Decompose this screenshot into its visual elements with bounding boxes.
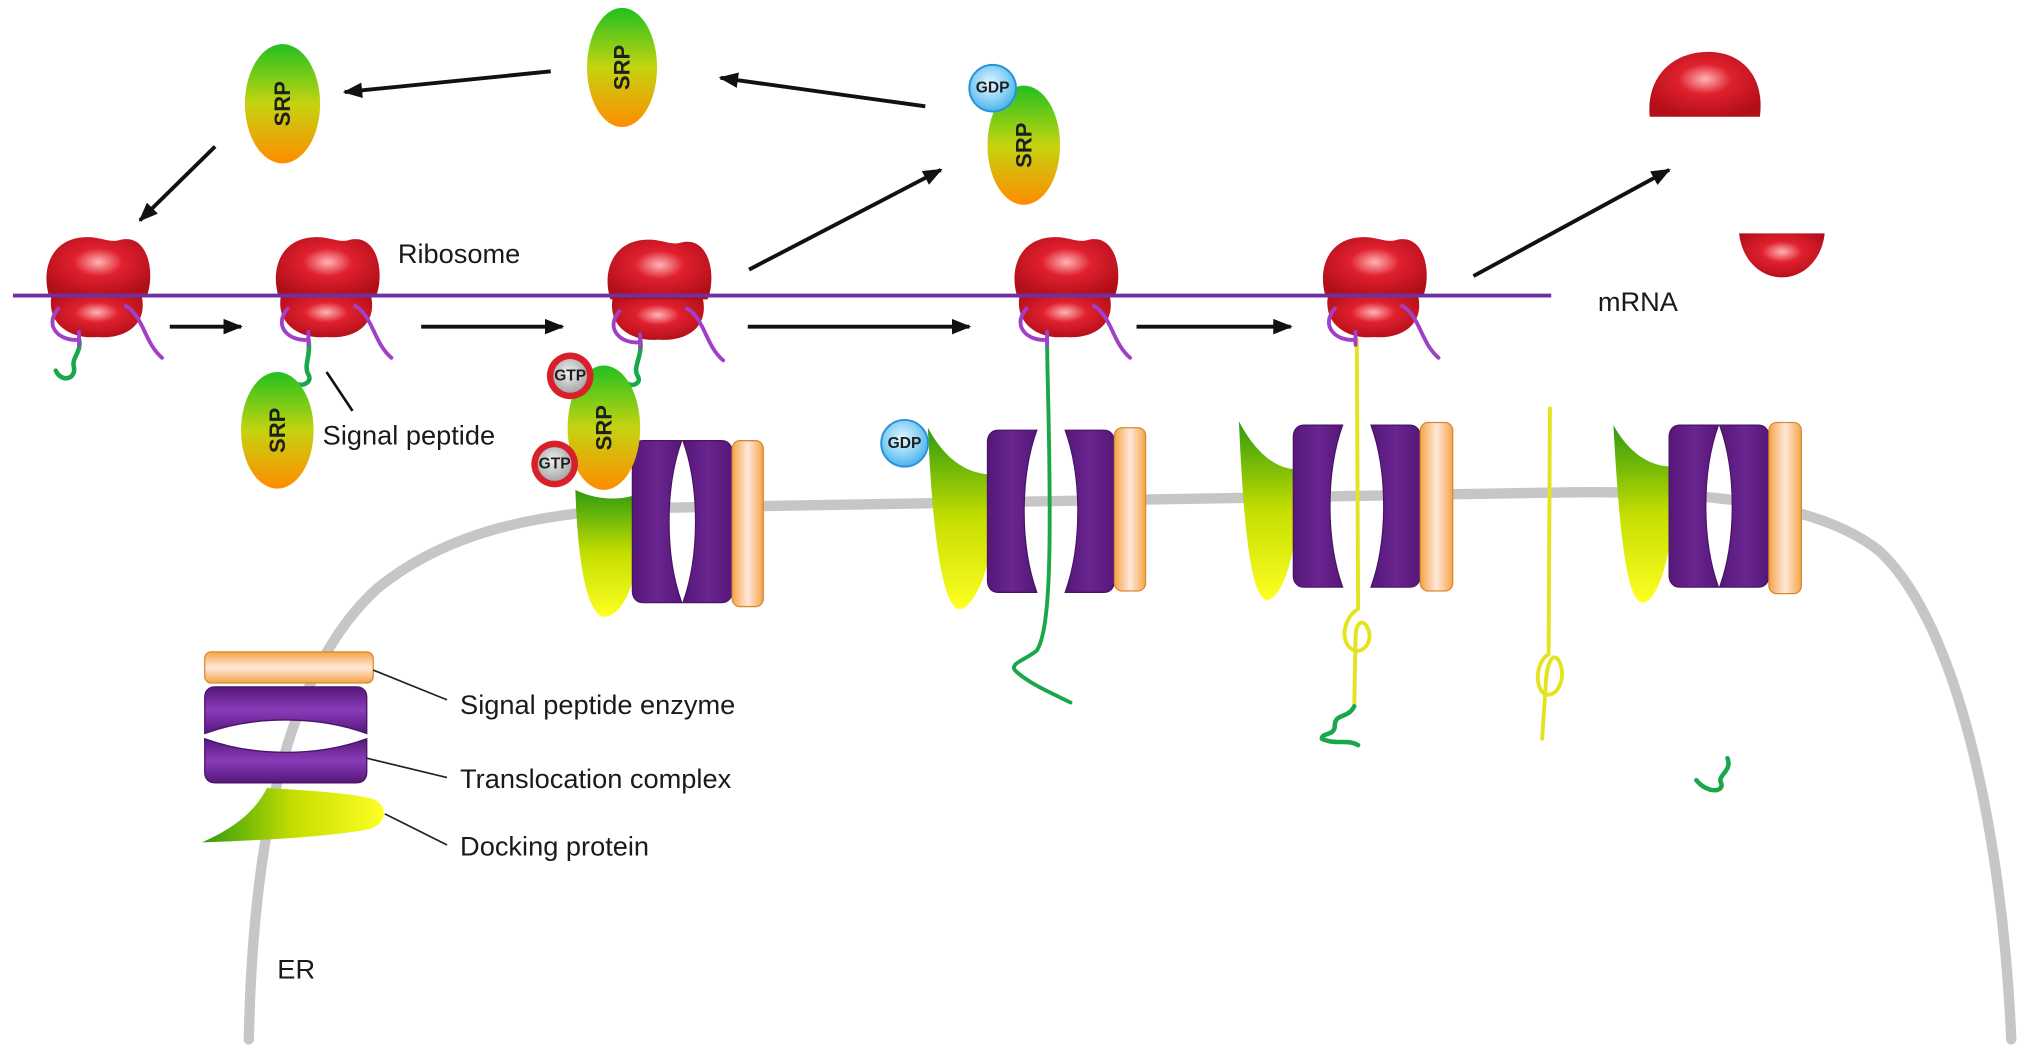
translocation-complex-right xyxy=(1064,429,1116,593)
er-label: ER xyxy=(277,953,315,984)
srp-particle-5: SRP xyxy=(567,365,641,490)
gtp-core xyxy=(553,359,588,393)
docking-protein xyxy=(575,489,635,617)
docking-protein xyxy=(927,427,993,610)
srp-particle-4: SRP xyxy=(241,371,314,489)
pathway-arrows xyxy=(138,69,1671,335)
srp-body xyxy=(587,7,658,128)
gtp-molecule-1: GTP xyxy=(546,352,594,400)
cleaved-signal-peptide-5 xyxy=(1319,704,1361,748)
gdp-molecule-1: GDP xyxy=(968,63,1017,113)
translocation-complex-right xyxy=(682,440,733,604)
released-protein-chain xyxy=(1535,406,1564,741)
srp-particle-2: SRP xyxy=(587,7,658,128)
signal-peptide-enzyme xyxy=(1113,427,1147,592)
protein-chain-5 xyxy=(1342,337,1372,709)
signal-peptide-enzyme xyxy=(731,440,764,608)
docking-protein xyxy=(1238,421,1296,601)
srp-label: SRP xyxy=(270,81,295,126)
srp-particle-1: SRP xyxy=(244,44,321,164)
arrow-ribosome-dissociation xyxy=(1472,168,1671,278)
signal-peptide-leader xyxy=(325,371,354,412)
arrow-srp-binds-ribosome xyxy=(138,145,217,222)
gtp-core xyxy=(537,447,572,481)
translocation-complex-left xyxy=(1292,424,1344,588)
legend-leader-translocation xyxy=(366,757,448,779)
signal-peptide-enzyme xyxy=(1419,421,1454,592)
gdp-label: GDP xyxy=(888,435,922,452)
translocon-complex-d xyxy=(1613,421,1802,603)
legend-docking-protein xyxy=(202,787,384,843)
legend-signal-peptide-enzyme xyxy=(204,651,374,684)
gtp-label: GTP xyxy=(554,367,586,384)
mrna-label: mRNA xyxy=(1598,286,1679,317)
signal-peptide-chain-4 xyxy=(1012,337,1073,705)
legend-label-signal-peptide-enzyme: Signal peptide enzyme xyxy=(460,689,735,720)
ribosome-large-subunit xyxy=(1649,51,1761,117)
srp-label: SRP xyxy=(591,405,616,450)
legend-leader-enzyme xyxy=(372,669,448,701)
srp-body xyxy=(241,371,314,489)
legend-label-docking-protein: Docking protein xyxy=(460,830,649,861)
translocation-complex-left xyxy=(1668,424,1720,588)
translocon-complex-b xyxy=(927,427,1147,610)
signal-peptide-chain-1 xyxy=(53,337,82,381)
signal-peptide-chain-2 xyxy=(290,337,312,388)
srp-body xyxy=(987,85,1061,205)
docking-protein xyxy=(1613,425,1672,603)
gtp-label: GTP xyxy=(539,456,571,473)
legend-translocation-complex-top xyxy=(204,686,368,735)
gdp-molecule-2: GDP xyxy=(880,418,929,468)
srp-body xyxy=(567,365,641,490)
gdp-body xyxy=(880,418,929,468)
legend-label-translocation-complex: Translocation complex xyxy=(460,763,732,794)
cleaved-signal-peptide xyxy=(1694,755,1731,793)
gdp-label: GDP xyxy=(976,80,1010,97)
legend-leader-docking xyxy=(384,813,448,846)
translocon-complex-a xyxy=(575,440,764,617)
translocation-complex-right xyxy=(1370,424,1421,588)
gtp-molecule-2: GTP xyxy=(531,440,578,488)
ribosome-small-subunit xyxy=(1739,233,1825,278)
srp-body xyxy=(244,44,321,164)
srp-particle-3: SRP xyxy=(987,85,1061,205)
srp-label: SRP xyxy=(610,45,635,90)
translocon-complex-c xyxy=(1238,421,1454,601)
ribosome-label: Ribosome xyxy=(398,238,520,269)
ribosome-3 xyxy=(605,237,726,363)
srp-label: SRP xyxy=(265,408,290,453)
translocation-complex-right xyxy=(1719,424,1770,588)
arrow-srp-recycle-1 xyxy=(342,69,551,99)
srp-label: SRP xyxy=(1011,123,1036,168)
legend-translocation-complex-bottom xyxy=(204,737,368,784)
translocation-complex-left xyxy=(986,429,1038,593)
translocation-complex-left xyxy=(631,440,683,604)
signal-peptide-enzyme xyxy=(1768,421,1802,595)
legend: Signal peptide enzyme Translocation comp… xyxy=(202,651,735,861)
signal-peptide-label: Signal peptide xyxy=(323,420,495,451)
gdp-body xyxy=(968,63,1017,113)
signal-peptide-chain-3 xyxy=(622,337,643,388)
arrow-srp-recycle-2 xyxy=(718,72,926,109)
arrow-srp-release xyxy=(748,168,943,272)
